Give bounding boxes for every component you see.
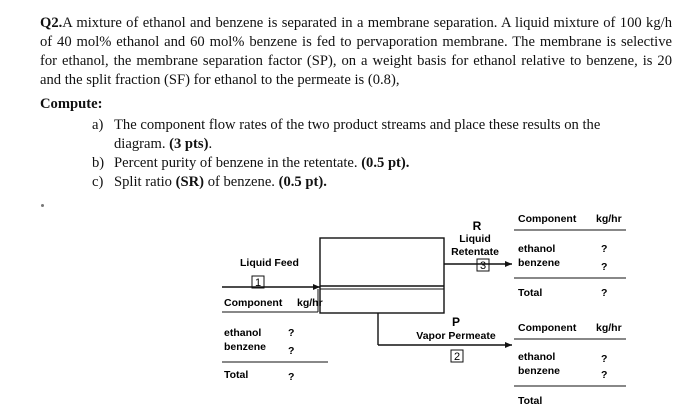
question-number: Q2. bbox=[40, 15, 63, 31]
feed-total-label: Total bbox=[224, 369, 248, 381]
bullet-dot bbox=[41, 204, 44, 207]
retentate-total-label: Total bbox=[518, 287, 542, 299]
item-text-continued: diagram. (3 pts). bbox=[114, 136, 213, 152]
permeate-row-name: ethanol bbox=[518, 351, 555, 363]
retentate-row-name: benzene bbox=[518, 257, 560, 269]
permeate-row-name: benzene bbox=[518, 365, 560, 377]
feed-row-name: benzene bbox=[224, 341, 266, 353]
feed-row-value: ? bbox=[288, 345, 294, 357]
retentate-header-unit: kg/hr bbox=[596, 213, 622, 225]
permeate-letter: P bbox=[452, 315, 460, 329]
feed-row-value: ? bbox=[288, 327, 294, 339]
permeate-stream-number: 2 bbox=[454, 351, 460, 363]
permeate-title: Vapor Permeate bbox=[416, 330, 496, 342]
permeate-header-component: Component bbox=[518, 322, 577, 334]
retentate-total-value: ? bbox=[601, 287, 607, 299]
item-label: a) bbox=[92, 117, 104, 133]
feed-header-component: Component bbox=[224, 297, 283, 309]
feed-row-name: ethanol bbox=[224, 327, 261, 339]
retentate-row-value: ? bbox=[601, 243, 607, 255]
permeate-stream-number-box bbox=[450, 349, 464, 363]
membrane-unit-box bbox=[319, 237, 445, 314]
retentate-letter: R bbox=[473, 219, 482, 233]
item-text: Split ratio (SR) of benzene. (0.5 pt). bbox=[114, 174, 327, 190]
permeate-arrow bbox=[505, 342, 512, 348]
item-label: c) bbox=[92, 174, 104, 190]
item-points: (3 pts) bbox=[169, 136, 209, 152]
item-text: Percent purity of benzene in the retenta… bbox=[114, 155, 410, 171]
feed-title: Liquid Feed bbox=[240, 257, 299, 269]
item-points: (0.5 pt). bbox=[361, 155, 410, 171]
retentate-stream-number: 3 bbox=[480, 260, 486, 272]
permeate-row-value: ? bbox=[601, 369, 607, 381]
retentate-title-1: Liquid bbox=[459, 233, 491, 245]
item-text: The component flow rates of the two prod… bbox=[114, 117, 601, 133]
permeate-header-unit: kg/hr bbox=[596, 322, 622, 334]
retentate-row-name: ethanol bbox=[518, 243, 555, 255]
feed-header-unit: kg/hr bbox=[297, 297, 323, 309]
item-label: b) bbox=[92, 155, 105, 171]
permeate-row-value: ? bbox=[601, 353, 607, 365]
item-points: (0.5 pt). bbox=[278, 174, 327, 190]
retentate-title-2: Retentate bbox=[451, 246, 499, 258]
feed-arrow bbox=[313, 284, 320, 290]
question-text: A mixture of ethanol and benzene is sepa… bbox=[40, 15, 672, 88]
compute-label: Compute: bbox=[40, 96, 103, 112]
retentate-row-value: ? bbox=[601, 261, 607, 273]
feed-total-value: ? bbox=[288, 371, 294, 383]
retentate-header-component: Component bbox=[518, 213, 577, 225]
permeate-total-label: Total bbox=[518, 395, 542, 407]
question-paragraph: Q2.A mixture of ethanol and benzene is s… bbox=[40, 14, 672, 90]
feed-stream-number-box bbox=[251, 275, 265, 289]
feed-stream-number: 1 bbox=[255, 277, 261, 289]
retentate-arrow bbox=[505, 261, 512, 267]
retentate-stream-number-box bbox=[476, 258, 490, 272]
